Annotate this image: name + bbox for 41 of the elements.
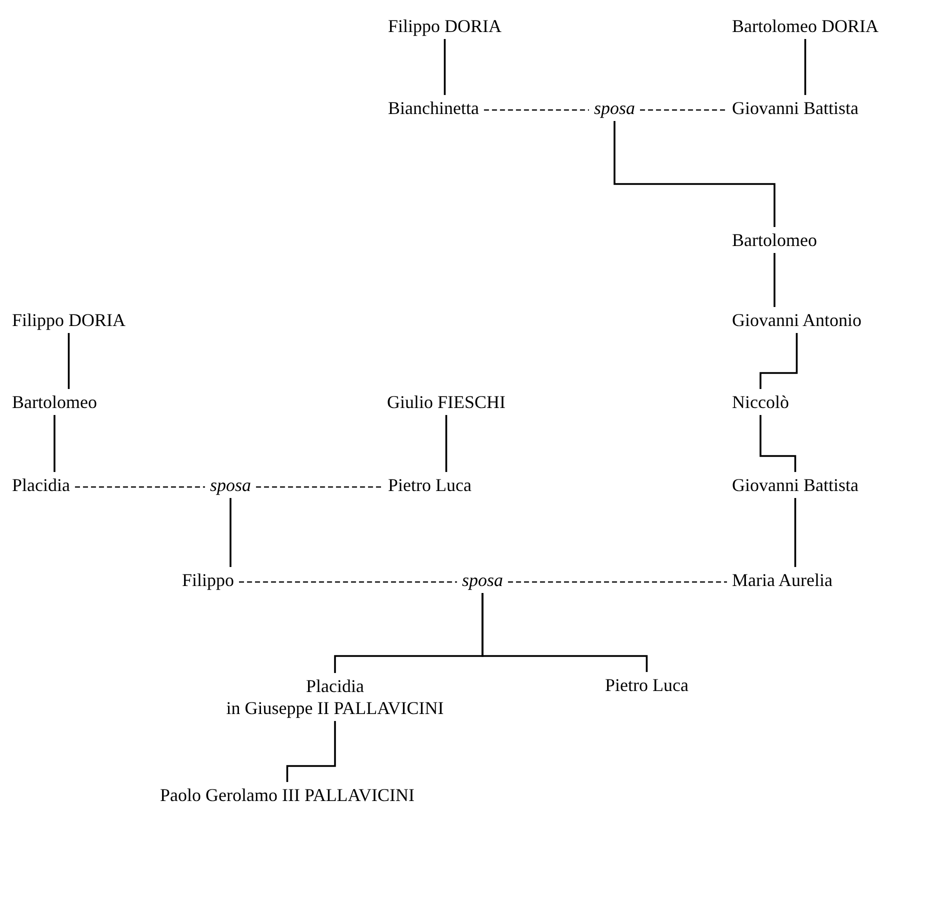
spouse-label: sposa (462, 569, 504, 591)
spouse-label: sposa (210, 474, 252, 496)
marriage-line (256, 486, 383, 488)
descent-line (444, 39, 446, 95)
spouse-label: sposa (594, 97, 636, 119)
marriage-line (239, 581, 457, 583)
marriage-line (484, 109, 589, 111)
descent-line (482, 593, 648, 672)
descent-line (68, 333, 70, 389)
person-name: Maria Aurelia (732, 569, 832, 591)
descent-line (445, 415, 448, 472)
person-name: Placidia (306, 675, 364, 697)
person-name: Filippo (182, 569, 234, 591)
descent-line (794, 498, 796, 567)
person-name: Bianchinetta (388, 97, 479, 119)
descent-line (760, 415, 796, 472)
person-name: Giulio FIESCHI (387, 391, 506, 413)
descent-line (54, 415, 56, 472)
person-name: Pietro Luca (605, 674, 688, 696)
person-name: Giovanni Antonio (732, 309, 862, 331)
descent-line (804, 39, 806, 95)
person-name: Paolo Gerolamo III PALLAVICINI (160, 784, 414, 806)
person-name: Giovanni Battista (732, 97, 858, 119)
descent-line (614, 121, 776, 227)
person-name: Niccolò (732, 391, 789, 413)
person-name: Bartolomeo DORIA (732, 15, 878, 37)
marriage-line (640, 109, 727, 111)
person-name: in Giuseppe II PALLAVICINI (226, 697, 444, 719)
descent-line (286, 721, 336, 782)
person-name: Filippo DORIA (388, 15, 502, 37)
descent-line (760, 333, 798, 389)
marriage-line (74, 486, 205, 488)
person-name: Bartolomeo (732, 229, 817, 251)
person-name: Filippo DORIA (12, 309, 126, 331)
person-name: Pietro Luca (388, 474, 472, 496)
descent-line (230, 498, 232, 567)
person-name: Giovanni Battista (732, 474, 858, 496)
person-name: Placidia (12, 474, 70, 496)
person-name: Bartolomeo (12, 391, 97, 413)
descent-line (774, 253, 776, 307)
marriage-line (508, 581, 727, 583)
